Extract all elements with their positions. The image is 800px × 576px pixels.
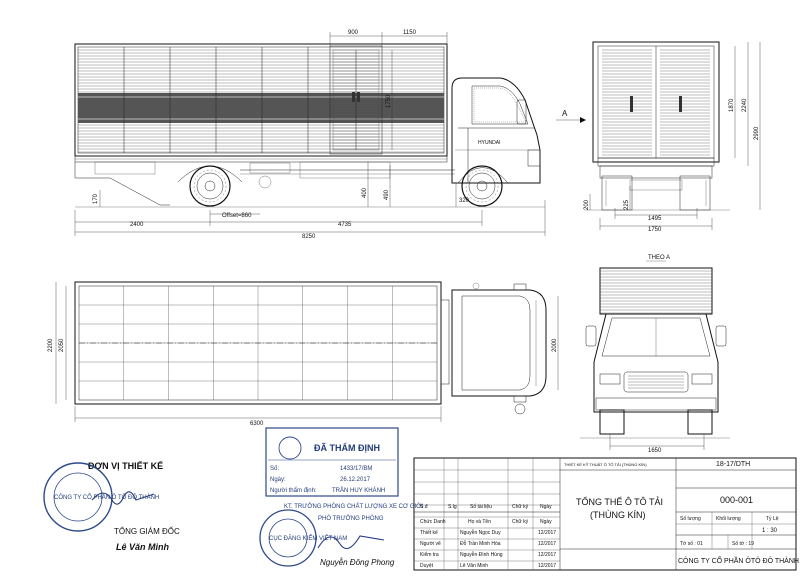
front-view: THEO A 1650 xyxy=(580,255,730,454)
row-role-4: Duyệt xyxy=(420,563,434,569)
row-date-1: 12/2017 xyxy=(538,530,556,536)
qty-label: Số lượng xyxy=(680,516,701,522)
chassis-side xyxy=(74,161,455,206)
drawing-title-line-1: TỔNG THỂ Ô TÔ TẢI xyxy=(576,496,663,507)
dim-170: 170 xyxy=(93,193,99,204)
approval-seal-text: CỤC ĐĂNG KIỂM VIỆT NAM xyxy=(269,534,347,542)
dim-1150: 1150 xyxy=(403,30,417,36)
row-name-1: Nguyễn Ngọc Duy xyxy=(460,529,501,536)
col-header-sign: Chữ ký xyxy=(512,519,529,525)
dim-1750-rear: 1750 xyxy=(648,227,662,233)
top-view: 2200 2050 2000 6300 xyxy=(48,281,559,427)
front-wheel xyxy=(457,165,509,207)
row-role-1: Thiết kế xyxy=(420,530,438,536)
side-dimensions: 900 1150 1750 400 490 320 170 Offset=860… xyxy=(74,30,546,240)
dim-2400: 2400 xyxy=(130,222,144,228)
view-marker-a: A xyxy=(562,109,568,118)
dim-1750: 1750 xyxy=(386,94,392,108)
rev-header-slg: S.lg xyxy=(448,504,457,510)
sheet-number: Tờ số : 01 xyxy=(680,541,703,547)
dim-900: 900 xyxy=(348,30,359,36)
scale-label: Tỷ Lệ xyxy=(766,515,779,522)
dim-2050: 2050 xyxy=(59,338,65,352)
offset-label: Offset=860 xyxy=(222,213,252,219)
rear-wheel xyxy=(177,165,243,207)
title-block-code: 18-17/DTH xyxy=(716,461,750,468)
drawing-title-line-2: (THÙNG KÍN) xyxy=(590,510,646,520)
approval-signature xyxy=(317,535,385,550)
cab-side: HYUNDAI xyxy=(451,77,541,184)
dim-200: 200 xyxy=(584,199,590,210)
dim-6300: 6300 xyxy=(250,421,264,427)
approval-date-value: 26.12.2017 xyxy=(340,477,371,483)
approval-position-line-1: KT. TRƯỞNG PHÒNG CHẤT LƯỢNG XE CƠ GIỚI xyxy=(284,503,423,510)
designer-unit-label: ĐƠN VỊ THIẾT KẾ xyxy=(88,461,163,471)
approval-block: ĐÃ THẨM ĐỊNH Số: 1433/17/BM Ngày: 26.12.… xyxy=(259,427,423,567)
designer-name: Lê Văn Minh xyxy=(116,542,170,552)
designer-block: ĐƠN VỊ THIẾT KẾ TỔNG GIÁM ĐỐC Lê Văn Min… xyxy=(43,461,180,552)
dim-2240: 2240 xyxy=(742,98,748,112)
designer-position: TỔNG GIÁM ĐỐC xyxy=(114,526,180,536)
sheet-count: Số tờ : 19 xyxy=(732,541,754,547)
dim-8250: 8250 xyxy=(302,234,316,240)
approval-no-label: Số: xyxy=(270,466,279,472)
dim-1495: 1495 xyxy=(648,216,662,222)
dim-2990: 2990 xyxy=(754,126,760,140)
dim-2200: 2200 xyxy=(48,338,54,352)
company-name: CÔNG TY CỔ PHẦN ÔTÔ ĐÔ THÀNH xyxy=(678,555,799,565)
row-name-3: Nguyễn Đình Hùng xyxy=(460,551,503,558)
row-date-3: 12/2017 xyxy=(538,552,556,558)
designer-seal: CÔNG TY CỔ PHẦN Ô TÔ ĐÔ THÀNH xyxy=(43,462,159,532)
designer-signature xyxy=(91,491,155,505)
approval-position-line-2: PHÓ TRƯỞNG PHÒNG xyxy=(318,515,384,522)
row-date-2: 12/2017 xyxy=(538,541,556,547)
col-header-name: Họ và Tên xyxy=(468,519,491,525)
row-role-2: Người vẽ xyxy=(420,541,441,547)
dim-400: 400 xyxy=(362,187,368,198)
approval-stamp-title: ĐÃ THẨM ĐỊNH xyxy=(314,442,380,453)
scale-value: 1 : 30 xyxy=(762,528,778,534)
row-name-2: Đỗ Trần Minh Hòa xyxy=(460,540,501,547)
dim-4735: 4735 xyxy=(338,222,352,228)
dim-1650: 1650 xyxy=(648,448,662,454)
dim-225: 225 xyxy=(624,199,630,210)
row-date-4: 12/2017 xyxy=(538,563,556,569)
svg-text:HYUNDAI: HYUNDAI xyxy=(478,140,501,146)
side-view: HYUNDAI 900 1150 1750 400 490 3 xyxy=(74,30,546,240)
dim-1870: 1870 xyxy=(729,98,735,112)
approval-signer: Nguyễn Đông Phong xyxy=(320,558,395,567)
col-header-date: Ngày xyxy=(540,519,552,525)
approval-seal: CỤC ĐĂNG KIỂM VIỆT NAM xyxy=(259,509,347,567)
rev-header-sign: Chữ ký xyxy=(512,504,529,510)
col-header-role: Chức Danh xyxy=(420,519,446,525)
designer-seal-text: CÔNG TY CỔ PHẦN Ô TÔ ĐÔ THÀNH xyxy=(54,494,159,501)
title-block: THIẾT KẾ KỸ THUẬT Ô TÔ TẢI (THÙNG KÍN) 1… xyxy=(413,457,799,571)
rev-header-sd: S.đ xyxy=(420,504,428,510)
cargo-box-side xyxy=(74,43,448,163)
dim-320: 320 xyxy=(459,198,470,204)
approval-date-label: Ngày: xyxy=(270,477,286,483)
approval-reviewer-value: TRẦN HUY KHÁNH xyxy=(332,487,385,494)
rev-header-date: Ngày xyxy=(540,504,552,510)
front-view-label: THEO A xyxy=(648,255,670,261)
row-role-3: Kiểm tra xyxy=(420,551,439,558)
dim-2000: 2000 xyxy=(552,338,558,352)
title-block-note: THIẾT KẾ KỸ THUẬT Ô TÔ TẢI (THÙNG KÍN) xyxy=(564,462,647,467)
mass-label: Khối lượng xyxy=(716,516,741,522)
rear-view: A 1870 2240 2990 200 225 1495 17 xyxy=(556,41,761,233)
rev-header-doc: Số tài liệu xyxy=(470,504,492,510)
dim-490: 490 xyxy=(384,189,390,200)
approval-no-value: 1433/17/BM xyxy=(340,466,372,472)
row-name-4: Lê Văn Minh xyxy=(460,563,488,569)
approval-reviewer-label: Người thẩm định: xyxy=(270,487,317,494)
drawing-number: 000-001 xyxy=(720,495,753,505)
